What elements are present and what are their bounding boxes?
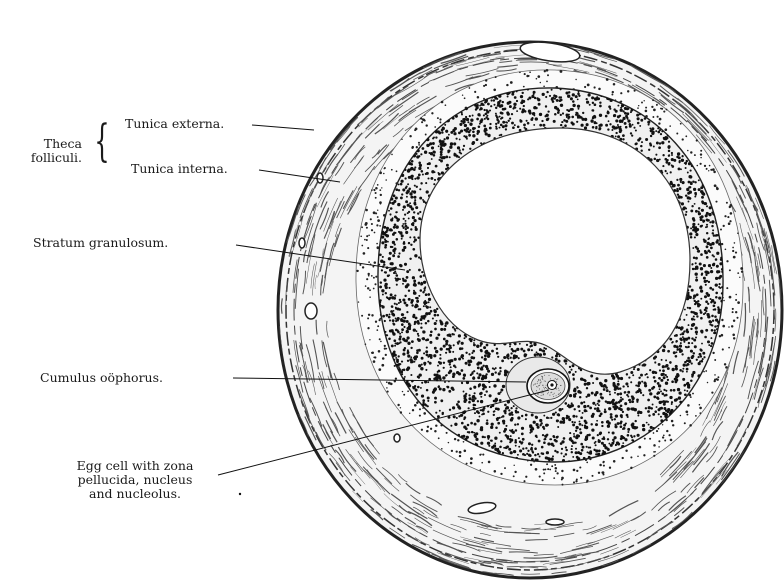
theca-label-line-1: Theca: [20, 137, 82, 151]
egg-cell-label-line-1: Egg cell with zona: [50, 459, 220, 473]
theca-label-line-2: folliculi.: [20, 151, 82, 165]
egg-cell: [527, 369, 569, 403]
stratum-granulosum-label: Stratum granulosum.: [33, 236, 168, 250]
egg-cell-label: Egg cell with zona pellucida, nucleus an…: [50, 459, 220, 501]
nucleolus: [550, 383, 553, 386]
theca-folliculi-label: Theca folliculi.: [20, 137, 82, 165]
egg-cell-label-line-3: and nucleolus.: [50, 487, 220, 501]
tunica-interna-label: Tunica interna.: [131, 162, 228, 176]
cumulus-oophorus-label: Cumulus oöphorus.: [40, 371, 163, 385]
egg-cell-label-line-2: pellucida, nucleus: [50, 473, 220, 487]
tunica-externa-label: Tunica externa.: [125, 117, 224, 131]
theca-brace: {: [94, 120, 109, 164]
